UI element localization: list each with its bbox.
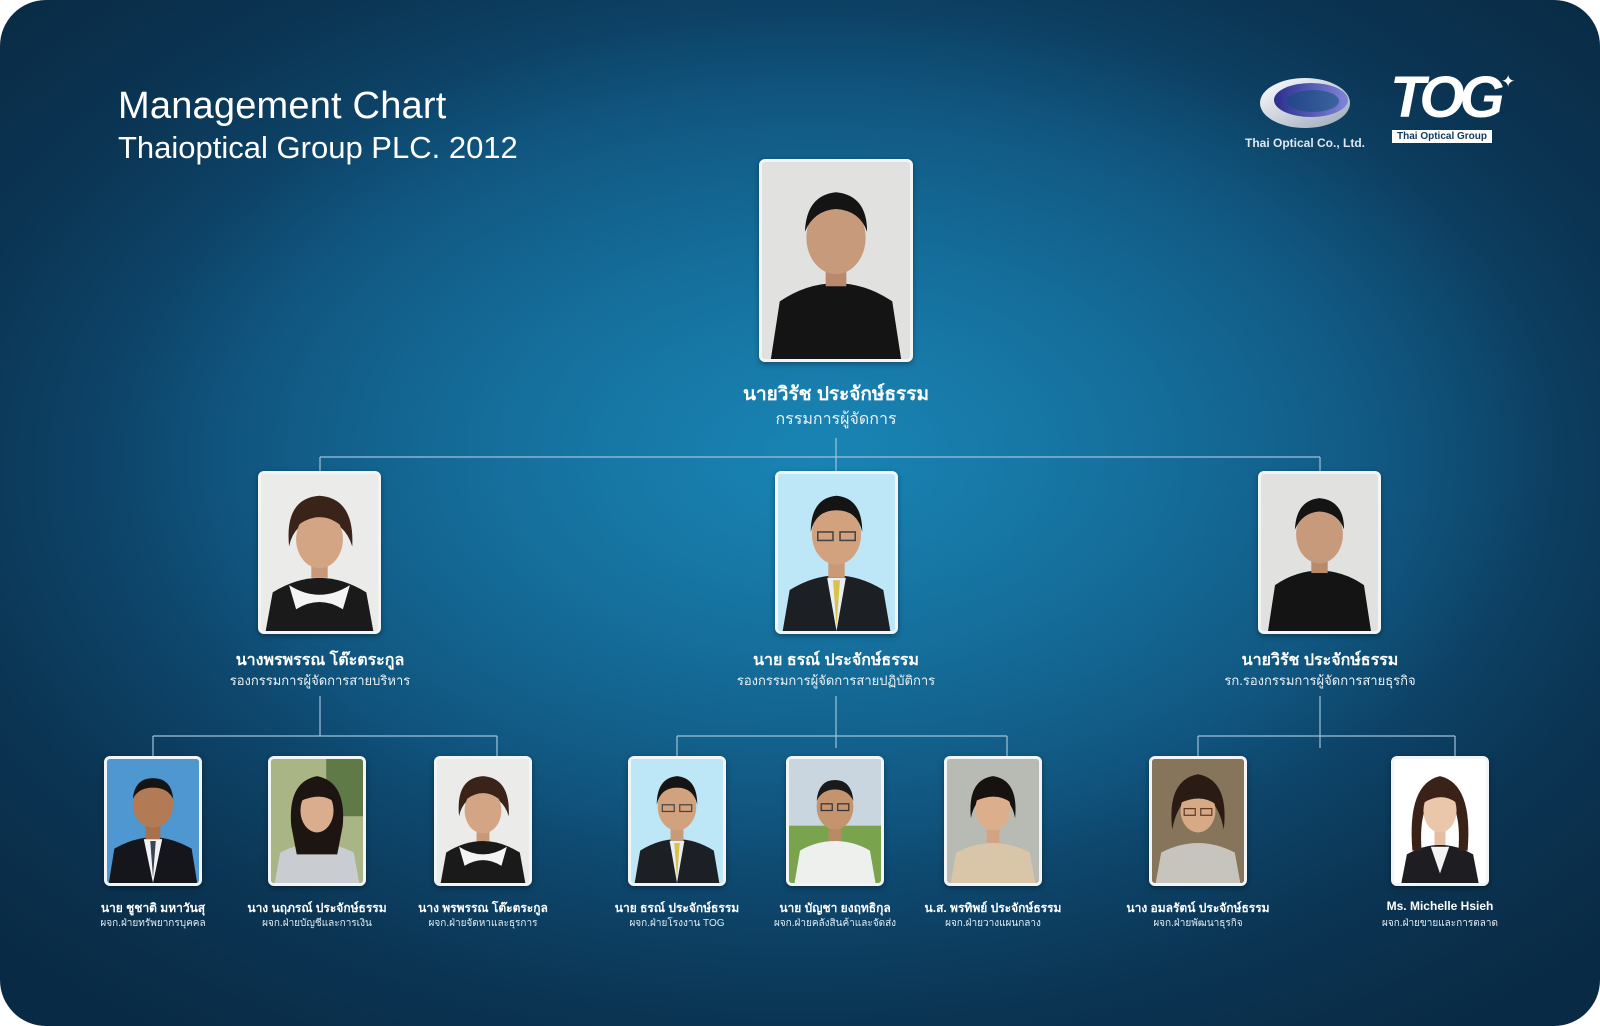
manager-bizdev-name: นาง อมลรัตน์ ประจักษ์ธรรม <box>1126 901 1270 915</box>
lens-swoosh-icon <box>1260 78 1350 128</box>
manager-factory-name: นาย ธรณ์ ประจักษ์ธรรม <box>614 901 740 915</box>
manager-sales-name: Ms. Michelle Hsieh <box>1386 899 1494 913</box>
manager-warehouse-role: ผจก.ฝ่ายคลังสินค้าและจัดส่ง <box>773 918 897 929</box>
manager-procurement-name: นาง พรพรรณ โต๊ะตระกูล <box>418 901 548 915</box>
portrait-man-icon <box>1261 474 1378 631</box>
portrait-man-glasses-icon <box>789 759 881 883</box>
portrait-woman-icon <box>947 759 1039 883</box>
manager-bizdev-role: ผจก.ฝ่ายพัฒนาธุรกิจ <box>1153 918 1243 929</box>
portrait-woman-icon <box>1394 759 1486 883</box>
chart-title: Management Chart <box>118 85 447 127</box>
thai-optical-logo: Thai Optical Co., Ltd. <box>1230 74 1380 150</box>
portrait-woman-icon <box>437 759 529 883</box>
manager-hr-name: นาย ชูชาติ มหาวันสุ <box>100 901 206 915</box>
portrait-woman-icon <box>271 759 363 883</box>
tog-wordmark: TOG <box>1390 65 1505 130</box>
manager-planning-role: ผจก.ฝ่ายวางแผนกลาง <box>945 918 1041 929</box>
manager-bizdev-photo <box>1149 756 1247 886</box>
director-photo <box>759 159 913 362</box>
deputy-business-name: นายวิรัช ประจักษ์ธรรม <box>1241 652 1399 669</box>
portrait-woman-glasses-icon <box>1152 759 1244 883</box>
sparkle-star-icon: ✦ <box>1501 72 1516 91</box>
manager-hr-role: ผจก.ฝ่ายทรัพยากรบุคคล <box>100 918 206 929</box>
thai-optical-caption: Thai Optical Co., Ltd. <box>1245 136 1365 150</box>
manager-factory-role: ผจก.ฝ่ายโรงงาน TOG <box>629 918 725 929</box>
manager-factory-photo <box>628 756 726 886</box>
manager-finance-name: นาง นฤภรณ์ ประจักษ์ธรรม <box>247 901 387 915</box>
title-block: Management Chart Thaioptical Group PLC. … <box>118 84 518 166</box>
deputy-admin-name: นางพรพรรณ โต๊ะตระกูล <box>235 652 405 669</box>
deputy-operations-role: รองกรรมการผู้จัดการสายปฏิบัติการ <box>736 673 936 688</box>
deputy-business-role: รก.รองกรรมการผู้จัดการสายธุรกิจ <box>1224 673 1416 688</box>
manager-sales-role: ผจก.ฝ่ายขายและการตลาด <box>1382 918 1498 929</box>
manager-warehouse-name: นาย บัญชา ยงฤทธิกุล <box>779 901 891 915</box>
tog-caption: Thai Optical Group <box>1392 130 1493 143</box>
portrait-man-icon <box>762 162 910 359</box>
manager-sales-photo <box>1391 756 1489 886</box>
manager-finance-photo <box>268 756 366 886</box>
manager-planning-photo <box>944 756 1042 886</box>
chart-subtitle: Thaioptical Group PLC. 2012 <box>118 130 518 165</box>
manager-warehouse-photo <box>786 756 884 886</box>
deputy-admin-role: รองกรรมการผู้จัดการสายบริหาร <box>229 673 411 688</box>
portrait-woman-icon <box>261 474 378 631</box>
deputy-operations-name: นาย ธรณ์ ประจักษ์ธรรม <box>753 652 919 669</box>
portrait-man-tie-icon <box>107 759 199 883</box>
manager-finance-role: ผจก.ฝ่ายบัญชีและการเงิน <box>262 918 372 929</box>
manager-procurement-role: ผจก.ฝ่ายจัดหาและธุรการ <box>428 918 538 929</box>
deputy-operations-photo <box>775 471 898 634</box>
director-role: กรรมการผู้จัดการ <box>775 411 897 428</box>
manager-hr-photo <box>104 756 202 886</box>
manager-procurement-photo <box>434 756 532 886</box>
director-name: นายวิรัช ประจักษ์ธรรม <box>742 384 929 405</box>
manager-planning-name: น.ส. พรทิพย์ ประจักษ์ธรรม <box>924 901 1062 915</box>
portrait-man-glasses-icon <box>778 474 895 631</box>
portrait-man-glasses-icon <box>631 759 723 883</box>
deputy-business-photo <box>1258 471 1381 634</box>
deputy-admin-photo <box>258 471 381 634</box>
tog-logo: TOG ✦ Thai Optical Group <box>1388 65 1518 144</box>
